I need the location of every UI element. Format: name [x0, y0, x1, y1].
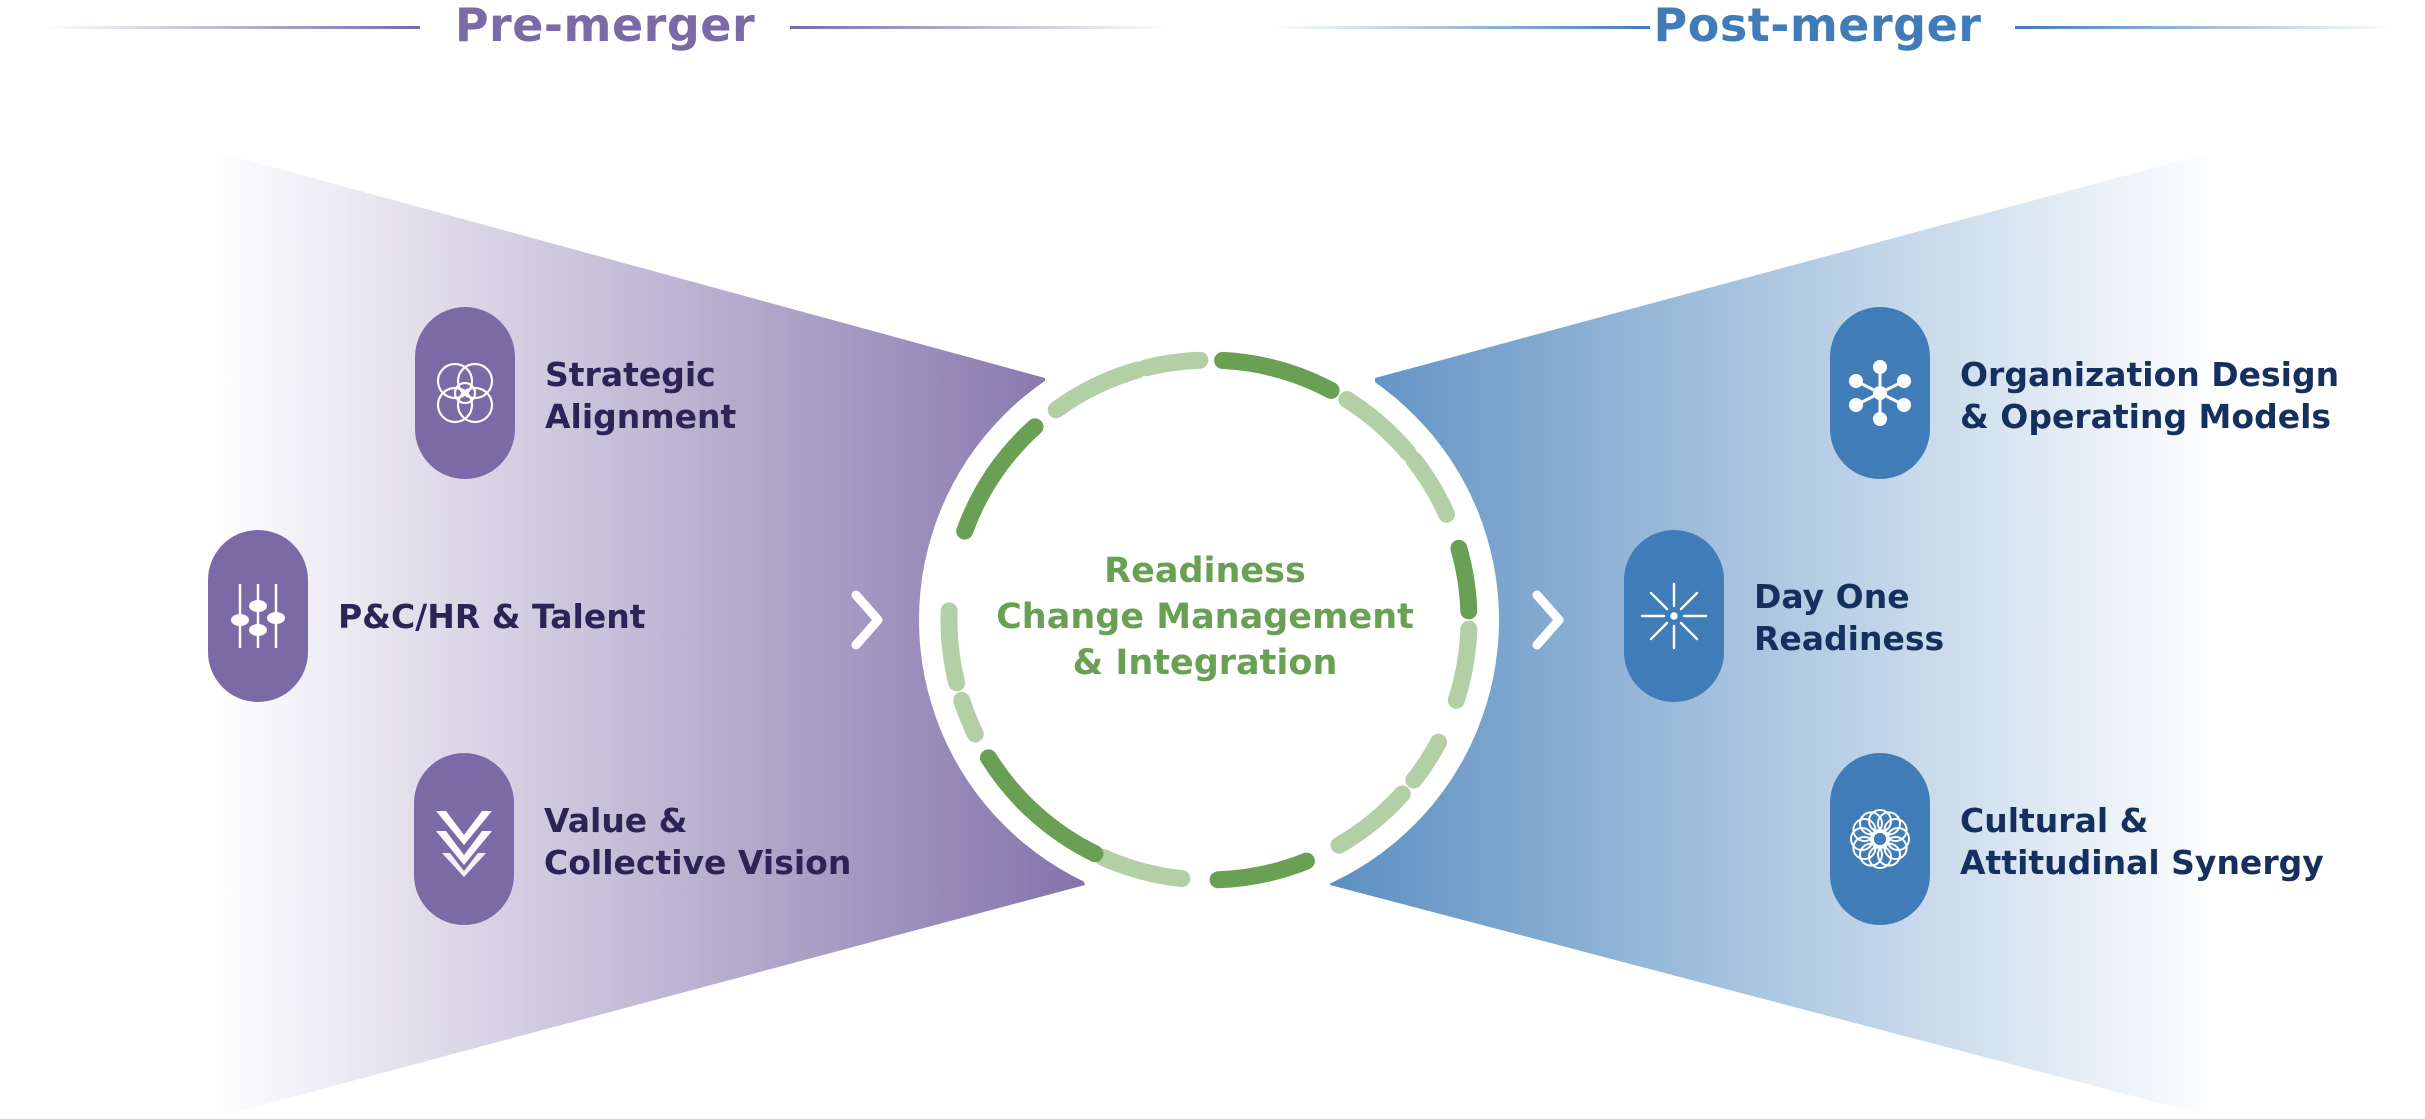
pc-hr-talent-pill	[208, 530, 308, 702]
day-one-label: Day One Readiness	[1754, 577, 1945, 658]
center-line-3: & Integration	[1072, 643, 1338, 683]
ring-segment	[980, 749, 1104, 863]
sliders-icon	[231, 584, 285, 648]
center-line-1: Readiness	[1104, 551, 1306, 591]
pre-header-rule-left	[40, 26, 420, 29]
center-line-2: Change Management	[996, 597, 1414, 637]
cycle-ring	[940, 351, 1478, 889]
strategic-alignment-label: Strategic Alignment	[545, 355, 737, 436]
flower-petal	[1859, 811, 1883, 836]
ring-segment	[1405, 733, 1448, 789]
pre-arrow-icon	[851, 590, 883, 650]
ring-segment	[1094, 849, 1191, 888]
post-merger-funnel	[1330, 150, 2220, 1119]
ring-segment	[940, 602, 966, 692]
org-design-pill	[1830, 307, 1930, 479]
strategic-alignment-pill	[415, 307, 515, 479]
ring-segment	[1209, 852, 1315, 889]
org-design-label: Organization Design & Operating Models	[1960, 355, 2340, 436]
overlapping-circles-icon	[436, 362, 494, 424]
flower-petal	[1852, 836, 1877, 860]
ring-segment	[1447, 620, 1478, 709]
ring-segment	[953, 691, 984, 743]
flower-icon	[1850, 809, 1910, 869]
ring-segment	[1137, 351, 1209, 377]
pre-header-rule-right	[790, 26, 1170, 29]
network-nodes-icon	[1849, 360, 1911, 426]
value-vision-pill	[414, 753, 514, 925]
post-arrow-icon	[1532, 590, 1564, 650]
ring-segment	[1338, 391, 1417, 462]
cultural-synergy-label: Cultural & Attitudinal Synergy	[1960, 801, 2324, 882]
flower-petal	[1877, 811, 1901, 836]
ring-segment	[1330, 785, 1411, 854]
center-title: Readiness Change Management & Integratio…	[960, 548, 1450, 686]
center-disc	[919, 330, 1499, 910]
flower-petal	[1877, 842, 1901, 867]
ring-segment	[1047, 361, 1146, 419]
post-merger-header: Post-merger	[1653, 0, 1982, 52]
ring-segment	[1450, 539, 1478, 620]
value-vision-label: Value & Collective Vision	[544, 801, 852, 882]
flower-petal	[1883, 818, 1908, 842]
pre-merger-header: Pre-merger	[454, 0, 756, 52]
post-header-rule-right	[2015, 26, 2395, 29]
ring-segment	[1405, 451, 1455, 523]
cultural-synergy-pill	[1830, 753, 1930, 925]
pc-hr-talent-label: P&C/HR & Talent	[338, 597, 646, 636]
day-one-pill	[1624, 530, 1724, 702]
ring-segment	[956, 418, 1044, 540]
starburst-icon	[1640, 582, 1708, 650]
ring-segment	[1214, 351, 1340, 399]
chevrons-down-icon	[436, 811, 492, 877]
post-header-rule-left	[1270, 26, 1650, 29]
